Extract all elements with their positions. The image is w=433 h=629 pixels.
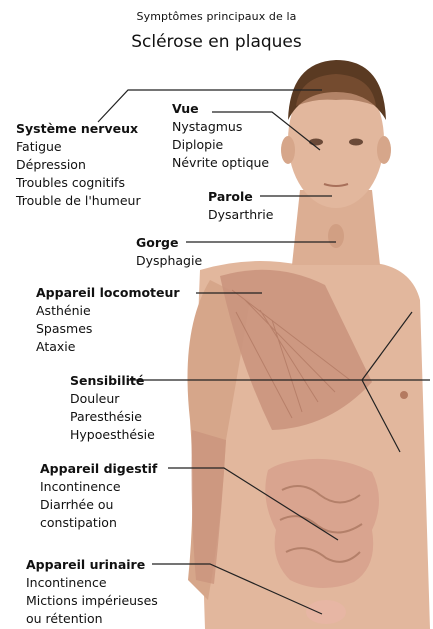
- bladder-shape: [306, 600, 346, 624]
- symptom-fatigue: Fatigue: [16, 138, 141, 156]
- symptom-nystagmus: Nystagmus: [172, 118, 269, 136]
- ear-right: [377, 136, 391, 164]
- symptom-troubles-cognitifs: Troubles cognitifs: [16, 174, 141, 192]
- symptom-douleur: Douleur: [70, 390, 155, 408]
- heading-sensibilite: Sensibilité: [70, 372, 155, 390]
- larynx-shape: [328, 224, 344, 248]
- symptom-paresthesie: Paresthésie: [70, 408, 155, 426]
- intestine-shape: [265, 459, 379, 588]
- group-digestif: Appareil digestif Incontinence Diarrhée …: [40, 460, 157, 532]
- symptom-diarrhee-ou: Diarrhée ou: [40, 496, 157, 514]
- heading-urinaire: Appareil urinaire: [26, 556, 158, 574]
- group-sensibilite: Sensibilité Douleur Paresthésie Hypoesth…: [70, 372, 155, 444]
- eye-left: [309, 139, 323, 146]
- symptom-hypoesthesie: Hypoesthésie: [70, 426, 155, 444]
- nipple-shape: [400, 391, 408, 399]
- group-gorge: Gorge Dysphagie: [136, 234, 202, 270]
- group-parole: Parole Dysarthrie: [208, 188, 273, 224]
- symptom-dysarthrie: Dysarthrie: [208, 206, 273, 224]
- group-locomoteur: Appareil locomoteur Asthénie Spasmes Ata…: [36, 284, 180, 356]
- symptom-spasmes: Spasmes: [36, 320, 180, 338]
- symptom-ataxie: Ataxie: [36, 338, 180, 356]
- group-urinaire: Appareil urinaire Incontinence Mictions …: [26, 556, 158, 628]
- symptom-dysphagie: Dysphagie: [136, 252, 202, 270]
- symptom-constipation: constipation: [40, 514, 157, 532]
- heading-systeme-nerveux: Système nerveux: [16, 120, 141, 138]
- group-vue: Vue Nystagmus Diplopie Névrite optique: [172, 100, 269, 172]
- symptom-diplopie: Diplopie: [172, 136, 269, 154]
- symptom-depression: Dépression: [16, 156, 141, 174]
- diagram-subtitle: Symptômes principaux de la: [0, 10, 433, 23]
- symptom-incontinence-urinaire: Incontinence: [26, 574, 158, 592]
- group-systeme-nerveux: Système nerveux Fatigue Dépression Troub…: [16, 120, 141, 210]
- symptom-retention: ou rétention: [26, 610, 158, 628]
- heading-vue: Vue: [172, 100, 269, 118]
- heading-locomoteur: Appareil locomoteur: [36, 284, 180, 302]
- symptom-nevrite-optique: Névrite optique: [172, 154, 269, 172]
- diagram-title: Sclérose en plaques: [0, 32, 433, 52]
- symptom-incontinence-digestive: Incontinence: [40, 478, 157, 496]
- symptom-trouble-humeur: Trouble de l'humeur: [16, 192, 141, 210]
- symptom-mictions-imperieuses: Mictions impérieuses: [26, 592, 158, 610]
- eye-right: [349, 139, 363, 146]
- ear-left: [281, 136, 295, 164]
- heading-parole: Parole: [208, 188, 273, 206]
- heading-digestif: Appareil digestif: [40, 460, 157, 478]
- heading-gorge: Gorge: [136, 234, 202, 252]
- symptom-asthenie: Asthénie: [36, 302, 180, 320]
